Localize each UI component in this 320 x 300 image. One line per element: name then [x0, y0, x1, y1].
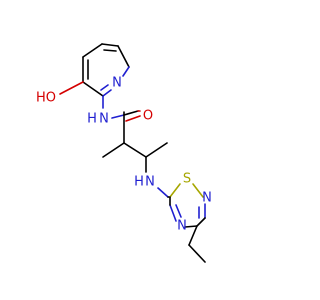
bond-nh-carbonyl [111, 114, 125, 119]
bond-c5-c6 [117, 45, 130, 68]
amine-hydrogen-label: H [134, 175, 144, 190]
bond-nh-c5 [157, 187, 169, 198]
atom-labels: N HO N H O N H S N N [36, 76, 212, 234]
bond-c3-ethyl1 [188, 225, 198, 246]
amine-nitrogen-label: N [145, 175, 155, 190]
bond-c6-n [122, 66, 130, 77]
bond-c3-ring [196, 217, 206, 227]
bond-c4-c5 [101, 43, 119, 47]
amide-nitrogen-label: N [99, 112, 109, 127]
molecule-structure: N HO N H O N H S N N [36, 43, 212, 263]
bond-c3chain-methyl [145, 142, 168, 158]
bond-n-c2-inner [100, 84, 109, 91]
bond-c3-c4 [82, 43, 103, 58]
bond-co [123, 110, 139, 116]
bond-c5-s [169, 183, 181, 198]
amide-hydrogen-label: H [87, 112, 97, 127]
bond-c2chain-methyl [102, 142, 125, 158]
bond-co-double-2 [125, 115, 141, 122]
hydroxyl-label: HO [36, 91, 56, 106]
pyridine-nitrogen-label: N [112, 76, 122, 91]
bond-s-n2 [192, 183, 204, 198]
bond-c3-n4 [184, 225, 198, 228]
bond-c2-c3 [82, 81, 104, 97]
bond-c4-c5-inner [103, 49, 117, 52]
bond-c2chain-c3chain [123, 142, 147, 158]
bond-n4-c5-inner [175, 204, 182, 218]
bonds [59, 43, 206, 263]
bond-c3-oh [59, 81, 84, 95]
thiadiazole-n2-label: N [202, 191, 212, 206]
bond-n-c2 [102, 89, 112, 97]
bond-ethyl1-ethyl2 [188, 244, 206, 263]
bond-n4-c5 [169, 204, 177, 222]
carbonyl-oxygen-label: O [143, 109, 153, 124]
thiadiazole-n4-label: N [177, 219, 187, 234]
thiadiazole-sulfur-label: S [183, 172, 191, 187]
